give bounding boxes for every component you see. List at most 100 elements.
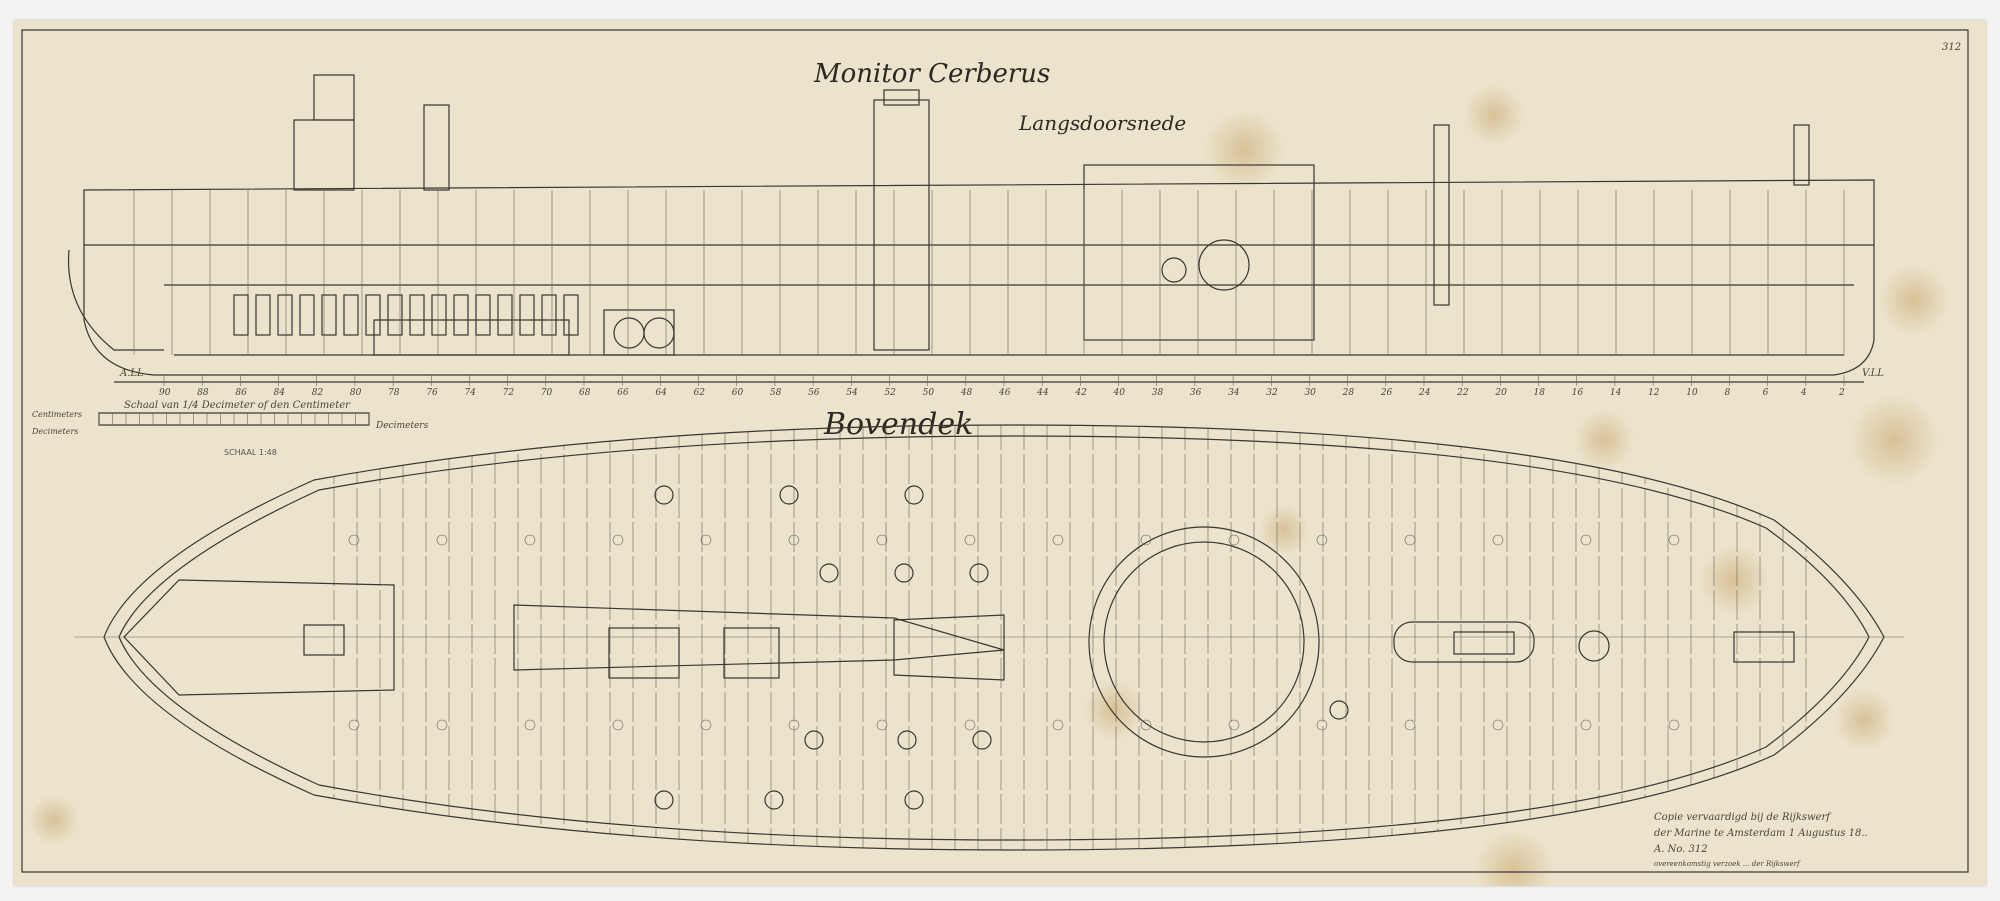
station-number: 14 — [1610, 388, 1622, 398]
cabin-window — [475, 294, 491, 336]
deck-light — [524, 534, 536, 546]
station-number: 20 — [1494, 388, 1507, 398]
foxing-stain — [1259, 505, 1309, 555]
station-number: 78 — [388, 388, 400, 398]
foxing-stain — [1474, 830, 1554, 886]
deck-light — [1404, 719, 1416, 731]
deck-light — [1668, 719, 1680, 731]
cabin-window — [497, 294, 513, 336]
deck-light — [1140, 534, 1152, 546]
foxing-stain — [1879, 265, 1949, 335]
cabin-window — [409, 294, 425, 336]
station-number: 32 — [1266, 388, 1278, 398]
deck-light — [1668, 534, 1680, 546]
foxing-stains — [29, 85, 1949, 886]
station-number: 10 — [1686, 388, 1698, 398]
station-number: 22 — [1456, 388, 1469, 398]
station-number: 34 — [1228, 388, 1240, 398]
station-number: 18 — [1534, 388, 1546, 398]
station-number: 82 — [312, 388, 324, 398]
deck-light — [348, 534, 360, 546]
ship-drawing: Monitor Cerberus Langsdoorsnede Bovendek… — [21, 29, 1969, 886]
deck-scuttle — [764, 790, 784, 810]
deck-light — [348, 719, 360, 731]
deck-light — [1580, 534, 1592, 546]
copy-note-line3: A. No. 312 — [1653, 844, 1708, 855]
deck-scuttle — [972, 730, 992, 750]
copy-note-line2: der Marine te Amsterdam 1 Augustus 18.. — [1654, 828, 1868, 839]
section-label: Langsdoorsnede — [1018, 111, 1186, 135]
deck-light — [876, 719, 888, 731]
station-number: 8 — [1724, 388, 1730, 398]
deck-scuttle — [804, 730, 824, 750]
fore-perpendicular-label: V.LL — [1862, 368, 1884, 379]
deck-light — [964, 534, 976, 546]
deck-light — [700, 719, 712, 731]
deck-light — [1052, 719, 1064, 731]
station-number: 86 — [235, 388, 247, 398]
station-number: 62 — [694, 388, 706, 398]
cabin-window — [321, 294, 337, 336]
scale-left-top: Centimeters — [32, 410, 82, 419]
copy-note-line1: Copie vervaardigd bij de Rijkswerf — [1654, 812, 1832, 823]
border-frame — [21, 29, 1969, 873]
station-number: 24 — [1418, 388, 1431, 398]
cabin-window — [233, 294, 249, 336]
deck-light — [1404, 534, 1416, 546]
deck-light — [436, 534, 448, 546]
station-number: 46 — [998, 388, 1011, 398]
deck-scuttle — [1329, 700, 1349, 720]
foxing-stain — [1084, 680, 1144, 740]
deck-scuttle — [654, 790, 674, 810]
station-number: 90 — [159, 388, 171, 398]
drawing-sheet: Monitor Cerberus Langsdoorsnede Bovendek… — [14, 20, 1986, 886]
station-number: 6 — [1763, 388, 1769, 398]
deck-scuttle — [904, 485, 924, 505]
deck-light — [1228, 534, 1240, 546]
drawing-title: Monitor Cerberus — [813, 59, 1050, 89]
cabin-window — [299, 294, 315, 336]
station-number: 80 — [350, 388, 362, 398]
deck-light — [612, 719, 624, 731]
copy-note: Copie vervaardigd bij de Rijkswerf der M… — [1653, 812, 1868, 868]
station-number: 54 — [846, 388, 858, 398]
deck-scuttle — [654, 485, 674, 505]
station-number: 26 — [1380, 388, 1393, 398]
station-number: 52 — [884, 388, 896, 398]
aft-perpendicular-label: A.LL — [119, 368, 144, 379]
station-number: 64 — [655, 388, 667, 398]
upper-deck-plan — [74, 424, 1904, 851]
deck-light — [612, 534, 624, 546]
cabin-window — [365, 294, 381, 336]
deck-light — [700, 534, 712, 546]
station-number: 88 — [197, 388, 209, 398]
cabin-window — [387, 294, 403, 336]
foxing-stain — [1849, 395, 1939, 485]
deck-scuttle — [819, 563, 839, 583]
deck-light — [788, 534, 800, 546]
station-number: 84 — [274, 388, 286, 398]
station-number: 58 — [770, 388, 782, 398]
scale-ratio: SCHAAL 1:48 — [224, 448, 277, 457]
station-number: 48 — [960, 388, 973, 398]
station-number: 16 — [1572, 388, 1584, 398]
station-number: 70 — [541, 388, 553, 398]
station-number: 60 — [732, 388, 744, 398]
scale-bar: Schaal van 1/4 Decimeter of den Centimet… — [31, 400, 429, 457]
cabin-window — [453, 294, 469, 336]
deck-light — [1052, 534, 1064, 546]
deck-light — [964, 719, 976, 731]
scale-caption: Schaal van 1/4 Decimeter of den Centimet… — [124, 400, 351, 411]
station-number: 44 — [1036, 388, 1049, 398]
deck-scuttle — [904, 790, 924, 810]
scale-unit: Decimeters — [375, 421, 429, 431]
station-number: 74 — [464, 388, 476, 398]
station-number: 38 — [1152, 388, 1164, 398]
cabin-window — [431, 294, 447, 336]
scale-left-bottom: Decimeters — [31, 427, 78, 436]
foxing-stain — [1574, 410, 1634, 470]
station-number: 76 — [426, 388, 438, 398]
cabin-window — [563, 294, 579, 336]
cabin-window — [255, 294, 271, 336]
